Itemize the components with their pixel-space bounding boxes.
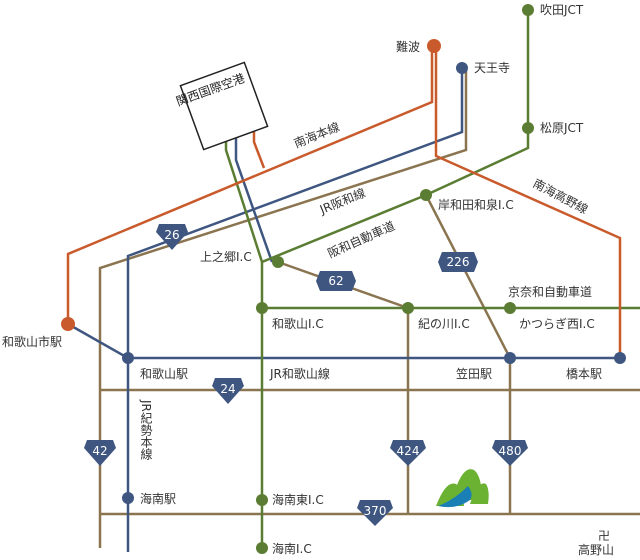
hanwa-expressway-label: 阪和自動車道: [326, 219, 397, 261]
route-226-line: [424, 194, 512, 359]
tennoji-marker: [456, 62, 468, 74]
namba-marker: [427, 39, 441, 53]
kishiwada-ic-label: 岸和田和泉I.C: [438, 198, 514, 212]
wakayama-station-label: 和歌山駅: [140, 366, 188, 381]
svg-text:226: 226: [447, 255, 470, 269]
logo-bird: [438, 486, 472, 508]
logo-mountain-center: [452, 469, 482, 500]
keina-expressway-label: 京奈和自動車道: [508, 285, 592, 299]
route-424-shield: 424: [390, 440, 426, 466]
hashimoto-marker: [614, 352, 626, 364]
wakayama-station-marker: [122, 352, 134, 364]
route-26-shield: 26: [156, 224, 188, 250]
nankai-koya-line: [434, 48, 622, 358]
route-24-shield: 24: [212, 378, 244, 404]
svg-text:26: 26: [164, 228, 179, 242]
wakayamashi-marker: [61, 317, 75, 331]
hanwa-expressway-line: [260, 10, 530, 548]
kishiwada-ic-marker: [420, 189, 432, 201]
logo-mountain-bird: [436, 469, 489, 508]
suita-jct-marker: [522, 4, 534, 16]
nankai-honsen-label: 南海本線: [292, 119, 342, 151]
wakayamashi-label: 和歌山市駅: [2, 334, 62, 349]
matsubara-jct-marker: [522, 122, 534, 134]
kaminogo-ic-label: 上之郷I.C: [200, 250, 252, 264]
koyasan-label: 高野山: [578, 542, 614, 557]
route-480-shield: 480: [492, 440, 528, 466]
airport-expressway-line: [224, 124, 264, 263]
route-370-shield: 370: [357, 500, 393, 526]
kinokawa-ic-label: 紀の川I.C: [418, 317, 470, 331]
jr-lines: [67, 68, 620, 552]
kainan-higashi-ic-label: 海南東I.C: [272, 492, 324, 507]
jr-wakayama-line-label: JR和歌山線: [269, 366, 330, 381]
jr-wakayamashi-link: [67, 322, 129, 360]
svg-text:24: 24: [220, 382, 235, 396]
kasada-label: 笠田駅: [456, 366, 492, 381]
svg-text:62: 62: [328, 274, 343, 288]
svg-text:480: 480: [499, 444, 522, 458]
nankai-honsen-line: [66, 48, 434, 324]
hashimoto-label: 橋本駅: [566, 367, 602, 381]
markers: [61, 4, 626, 554]
katsuragi-ic-label: かつらぎ西I.C: [519, 317, 595, 331]
matsubara-jct-label: 松原JCT: [540, 121, 584, 135]
kinokawa-ic-marker: [402, 302, 414, 314]
wakayama-ic-label: 和歌山I.C: [272, 316, 324, 331]
kasada-marker: [504, 352, 516, 364]
katsuragi-ic-marker: [504, 302, 516, 314]
kainan-ic-label: 海南I.C: [272, 541, 312, 556]
svg-text:42: 42: [92, 444, 107, 458]
kaminogo-ic-marker: [272, 256, 284, 268]
logo-mountain-right: [470, 483, 489, 504]
namba-label: 難波: [396, 39, 420, 54]
kainan-higashi-ic-marker: [256, 494, 268, 506]
labels: 吹田JCT 松原JCT 岸和田和泉I.C 上之郷I.C 和歌山I.C 紀の川I.…: [2, 3, 614, 557]
jr-hanwa-line: [126, 68, 464, 552]
route-226-shield: 226: [438, 252, 478, 272]
route-26-line: [98, 70, 468, 548]
kainan-ic-marker: [256, 542, 268, 554]
tennoji-label: 天王寺: [474, 61, 510, 75]
route-62-shield: 62: [316, 271, 356, 291]
svg-text:370: 370: [364, 504, 387, 518]
kainan-station-marker: [122, 492, 134, 504]
kainan-station-label: 海南駅: [140, 491, 176, 506]
airport-box: 関西国際空港: [174, 61, 269, 151]
koyasan-symbol: 卍: [598, 529, 610, 543]
route-shields: 26 62 226 24 42 424 480 370: [84, 224, 528, 526]
jr-kisei-label: JR紀勢本線: [139, 399, 153, 460]
suita-jct-label: 吹田JCT: [540, 3, 584, 17]
route-42-shield: 42: [84, 440, 116, 466]
svg-text:424: 424: [397, 444, 420, 458]
wakayama-ic-marker: [256, 302, 268, 314]
airport-rect: [179, 61, 269, 151]
